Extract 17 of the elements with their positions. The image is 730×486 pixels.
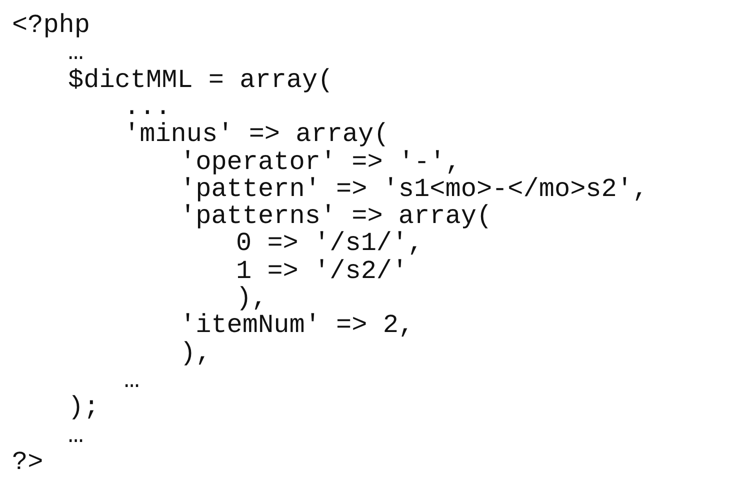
code-line: ), — [180, 340, 212, 367]
code-line: $dictMML = array( — [68, 66, 334, 94]
code-line: 1 => '/s2/' — [236, 258, 408, 285]
code-line: ), — [236, 285, 268, 312]
code-line: 'itemNum' => 2, — [180, 312, 414, 340]
code-line: ); — [68, 394, 100, 422]
code-line: 0 => '/s1/', — [236, 230, 424, 258]
code-line: 'patterns' => array( — [180, 203, 492, 230]
code-line: 'operator' => '-', — [180, 148, 461, 176]
code-line: <?php — [12, 12, 90, 39]
code-line: ?> — [12, 448, 44, 476]
code-line: 'pattern' => 's1<mo>-</mo>s2', — [180, 176, 648, 203]
code-line: ... — [124, 94, 171, 121]
code-line: … — [68, 39, 84, 66]
code-line: … — [68, 422, 84, 448]
code-line: 'minus' => array( — [124, 121, 390, 148]
code-line: … — [124, 366, 140, 394]
